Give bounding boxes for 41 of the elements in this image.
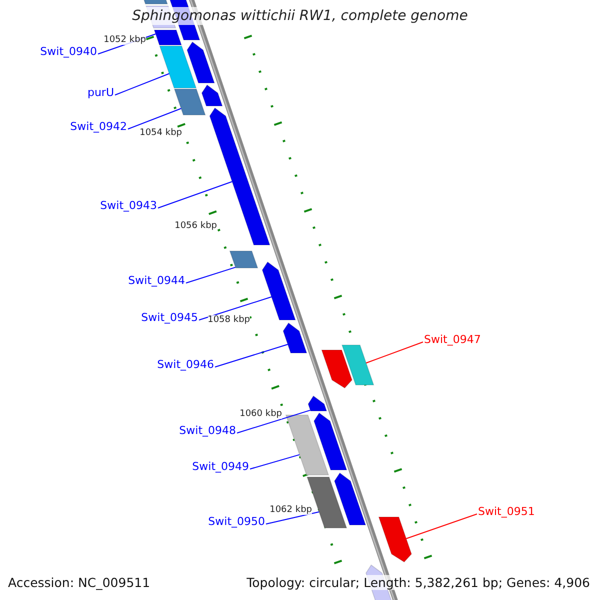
leader-line (158, 181, 233, 208)
leader-line (214, 344, 288, 368)
scale-label: 1058 kbp (208, 315, 250, 325)
gene-label: Swit_0945 (141, 312, 198, 324)
gene-label: Swit_0948 (179, 425, 236, 437)
gene-segment (282, 322, 308, 354)
gene-segment (285, 414, 330, 476)
scale-label: 1062 kbp (270, 505, 312, 515)
gene-label: Swit_0947 (424, 334, 481, 346)
footer-text: Accession: NC_009511 (8, 575, 150, 590)
leader-line (366, 342, 424, 364)
gene-label: Swit_0950 (208, 516, 265, 528)
gene-segment (159, 46, 197, 88)
scale-label: 1060 kbp (240, 409, 282, 419)
gene-segment (229, 250, 258, 268)
gene-label: Swit_0940 (40, 46, 97, 58)
leader-line (266, 511, 320, 524)
leader-line (236, 410, 311, 434)
scale-label: 1054 kbp (140, 128, 182, 138)
leader-line (406, 514, 478, 540)
gene-segment (174, 88, 206, 116)
gene-label: Swit_0943 (100, 200, 157, 212)
gene-segment (378, 516, 412, 563)
gene-label: purU (87, 87, 114, 99)
gene-segment (154, 30, 182, 46)
gene-label: Swit_0942 (70, 121, 127, 133)
leader-line (114, 73, 170, 96)
gene-label: Swit_0951 (478, 506, 535, 518)
gene-label: Swit_0946 (157, 359, 214, 371)
gene-label: Swit_0944 (128, 275, 185, 287)
footer-text: Topology: circular; Length: 5,382,261 bp; Genes: 4,906 (246, 575, 590, 590)
leader-line (128, 108, 182, 130)
leader-line (250, 454, 300, 470)
leader-line (186, 266, 236, 284)
gene-segment (262, 261, 296, 320)
gene-segment (308, 395, 328, 412)
scale-label: 1052 kbp (104, 35, 146, 45)
scale-label: 1056 kbp (174, 221, 217, 231)
gene-segment (341, 344, 374, 386)
gene-label: Swit_0949 (192, 461, 249, 473)
leader-line (198, 296, 272, 320)
